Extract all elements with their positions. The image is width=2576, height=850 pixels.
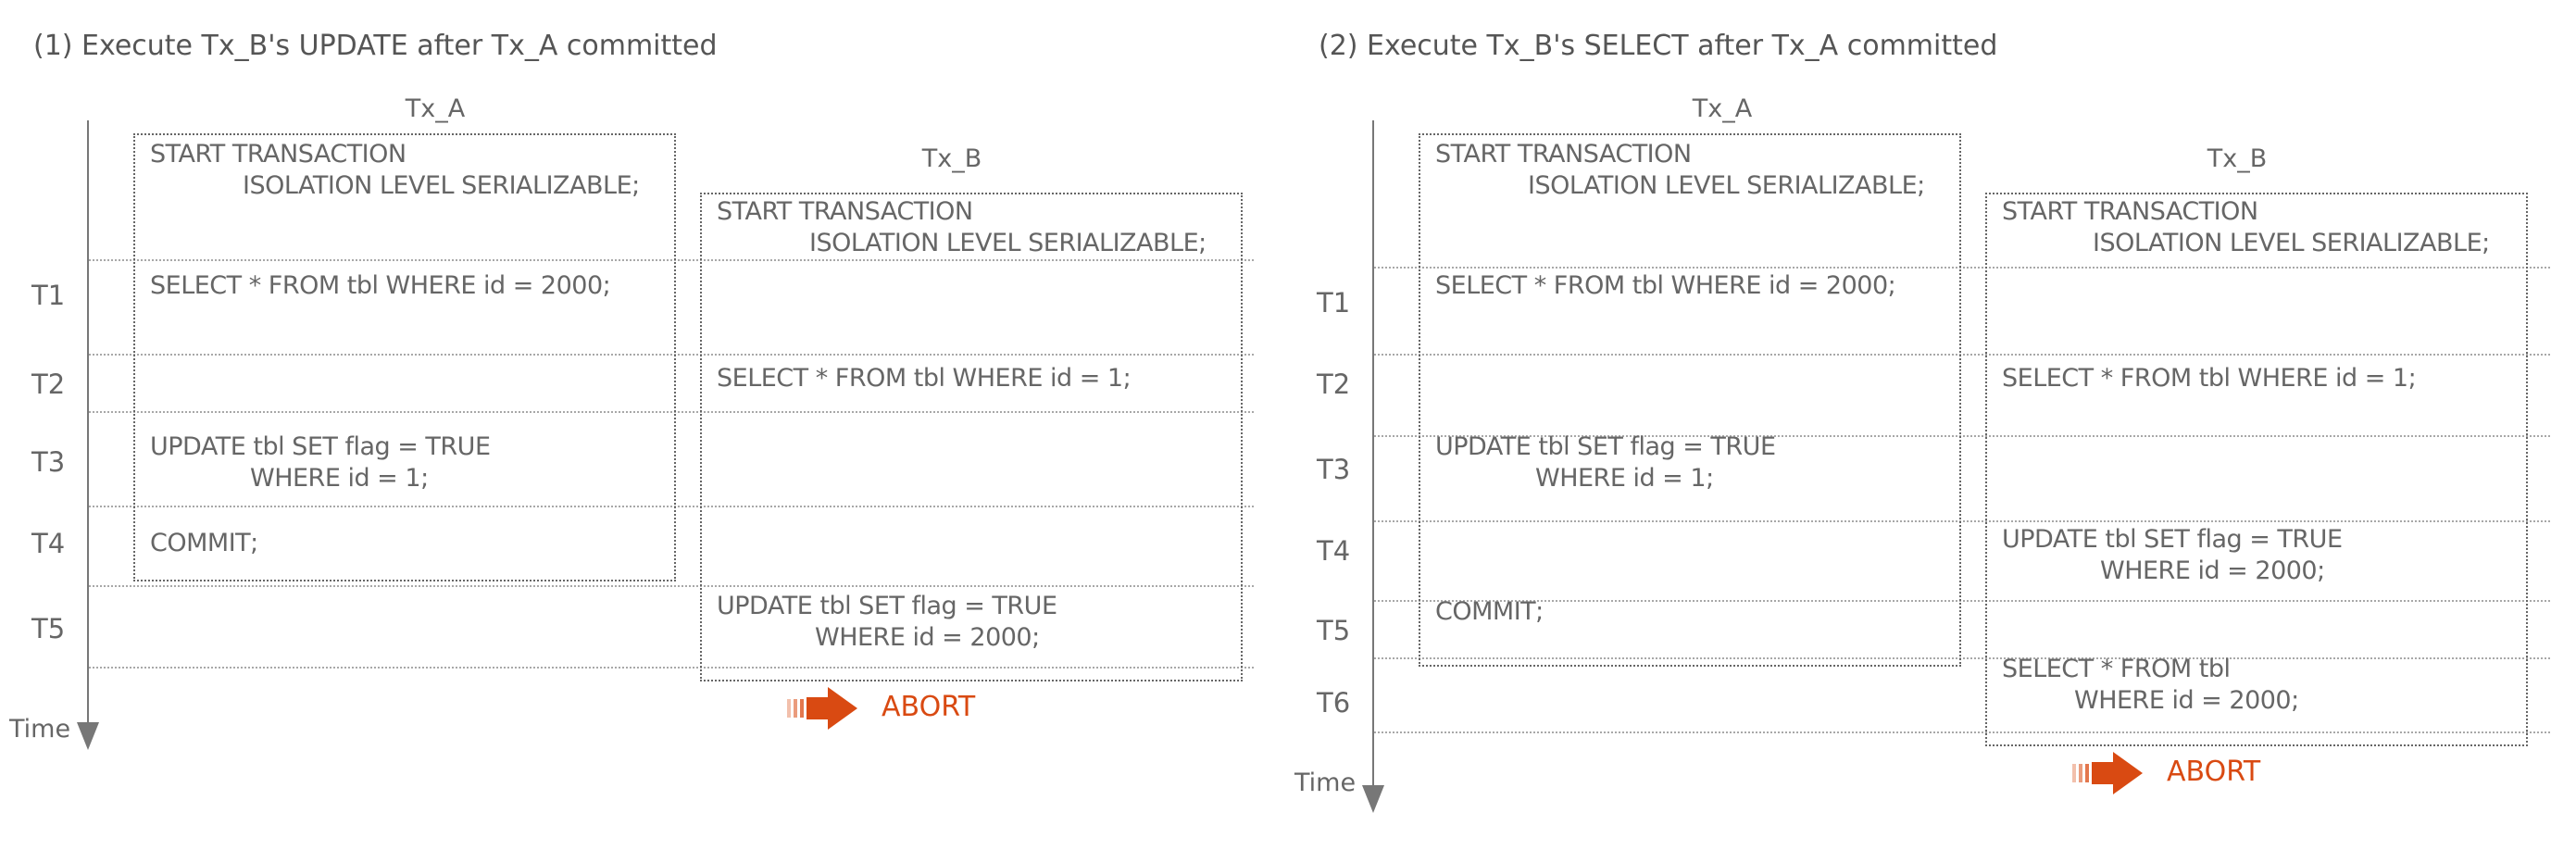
row-label-t6: T6 <box>1317 687 1351 719</box>
panel-title: (2) Execute Tx_B's SELECT after Tx_A com… <box>1319 30 1998 62</box>
tx-b-box <box>700 193 1243 681</box>
row-divider <box>1374 354 2550 356</box>
row-label-t2: T2 <box>1317 369 1351 400</box>
start-line: START TRANSACTION <box>150 140 406 169</box>
row-divider <box>89 667 1254 669</box>
start-line: START TRANSACTION <box>717 197 973 226</box>
row-divider <box>1374 267 2550 269</box>
row-label-t4: T4 <box>1317 535 1351 567</box>
tx-a-box <box>133 133 676 581</box>
where-line: WHERE id = 2000; <box>815 623 1040 652</box>
abort-arrow-icon <box>2072 752 2143 794</box>
isolation-line: ISOLATION LEVEL SERIALIZABLE; <box>243 171 640 200</box>
row-divider <box>89 585 1254 587</box>
update-line: UPDATE tbl SET flag = TRUE <box>1435 432 1776 461</box>
row-label-t4: T4 <box>31 528 66 559</box>
tx-a-label: Tx_A <box>1692 94 1753 123</box>
tx-b-select-statement: SELECT * FROM tbl WHERE id = 1; <box>2002 364 2417 393</box>
row-divider <box>1374 657 2550 659</box>
tx-a-start-statement: START TRANSACTION ISOLATION LEVEL SERIAL… <box>150 139 640 202</box>
update-line: UPDATE tbl SET flag = TRUE <box>150 432 491 461</box>
tx-a-commit-statement: COMMIT; <box>1435 597 1544 626</box>
select-line: SELECT * FROM tbl <box>2002 655 2231 683</box>
tx-b-update-statement: UPDATE tbl SET flag = TRUE WHERE id = 20… <box>717 591 1057 654</box>
isolation-line: ISOLATION LEVEL SERIALIZABLE; <box>809 229 1207 257</box>
tx-b-label: Tx_B <box>2207 144 2268 173</box>
panel-update-after-commit: (1) Execute Tx_B's UPDATE after Tx_A com… <box>0 0 1287 850</box>
time-axis-arrowhead <box>1362 785 1384 813</box>
abort-arrow-icon <box>787 687 857 730</box>
tx-a-commit-statement: COMMIT; <box>150 529 258 557</box>
row-divider <box>89 506 1254 507</box>
where-line: WHERE id = 2000; <box>2100 556 2325 585</box>
row-label-t3: T3 <box>1317 454 1351 485</box>
tx-b-box <box>1985 193 2528 746</box>
tx-b-update-statement: UPDATE tbl SET flag = TRUE WHERE id = 20… <box>2002 524 2343 587</box>
tx-b-start-statement: START TRANSACTION ISOLATION LEVEL SERIAL… <box>717 196 1207 259</box>
row-label-t1: T1 <box>31 280 66 311</box>
tx-b-start-statement: START TRANSACTION ISOLATION LEVEL SERIAL… <box>2002 196 2490 259</box>
where-line: WHERE id = 1; <box>250 464 429 493</box>
start-line: START TRANSACTION <box>1435 140 1692 169</box>
time-axis-arrowhead <box>77 722 99 750</box>
isolation-line: ISOLATION LEVEL SERIALIZABLE; <box>1528 171 1925 200</box>
tx-a-select-statement: SELECT * FROM tbl WHERE id = 2000; <box>1435 271 1896 300</box>
abort-label: ABORT <box>882 691 976 723</box>
where-line: WHERE id = 2000; <box>2074 686 2299 715</box>
row-label-t5: T5 <box>1317 615 1351 646</box>
row-label-t1: T1 <box>1317 287 1351 319</box>
row-label-t2: T2 <box>31 369 66 400</box>
isolation-line: ISOLATION LEVEL SERIALIZABLE; <box>2093 229 2490 257</box>
update-line: UPDATE tbl SET flag = TRUE <box>717 592 1057 620</box>
row-divider <box>89 259 1254 261</box>
abort-label: ABORT <box>2167 756 2261 788</box>
row-divider <box>1374 435 2550 437</box>
row-divider <box>1374 731 2550 733</box>
time-axis-label: Time <box>1294 769 1357 797</box>
row-label-t5: T5 <box>31 613 66 644</box>
tx-b-label: Tx_B <box>921 144 982 173</box>
tx-a-label: Tx_A <box>405 94 466 123</box>
tx-a-box <box>1419 133 1961 667</box>
row-divider <box>1374 520 2550 522</box>
time-axis <box>87 120 89 722</box>
row-divider <box>89 411 1254 413</box>
tx-b-select-statement: SELECT * FROM tbl WHERE id = 1; <box>717 364 1132 393</box>
row-divider <box>89 354 1254 356</box>
start-line: START TRANSACTION <box>2002 197 2258 226</box>
tx-a-start-statement: START TRANSACTION ISOLATION LEVEL SERIAL… <box>1435 139 1925 202</box>
update-line: UPDATE tbl SET flag = TRUE <box>2002 525 2343 554</box>
time-axis <box>1372 120 1374 787</box>
tx-a-update-statement: UPDATE tbl SET flag = TRUE WHERE id = 1; <box>150 431 491 494</box>
tx-b-select2-statement: SELECT * FROM tbl WHERE id = 2000; <box>2002 654 2299 717</box>
tx-a-select-statement: SELECT * FROM tbl WHERE id = 2000; <box>150 271 611 300</box>
tx-a-update-statement: UPDATE tbl SET flag = TRUE WHERE id = 1; <box>1435 431 1776 494</box>
time-axis-label: Time <box>9 715 71 744</box>
row-label-t3: T3 <box>31 446 66 478</box>
panel-select-after-commit: (2) Execute Tx_B's SELECT after Tx_A com… <box>1283 0 2576 850</box>
row-divider <box>1374 600 2550 602</box>
panel-title: (1) Execute Tx_B's UPDATE after Tx_A com… <box>33 30 718 62</box>
where-line: WHERE id = 1; <box>1535 464 1714 493</box>
